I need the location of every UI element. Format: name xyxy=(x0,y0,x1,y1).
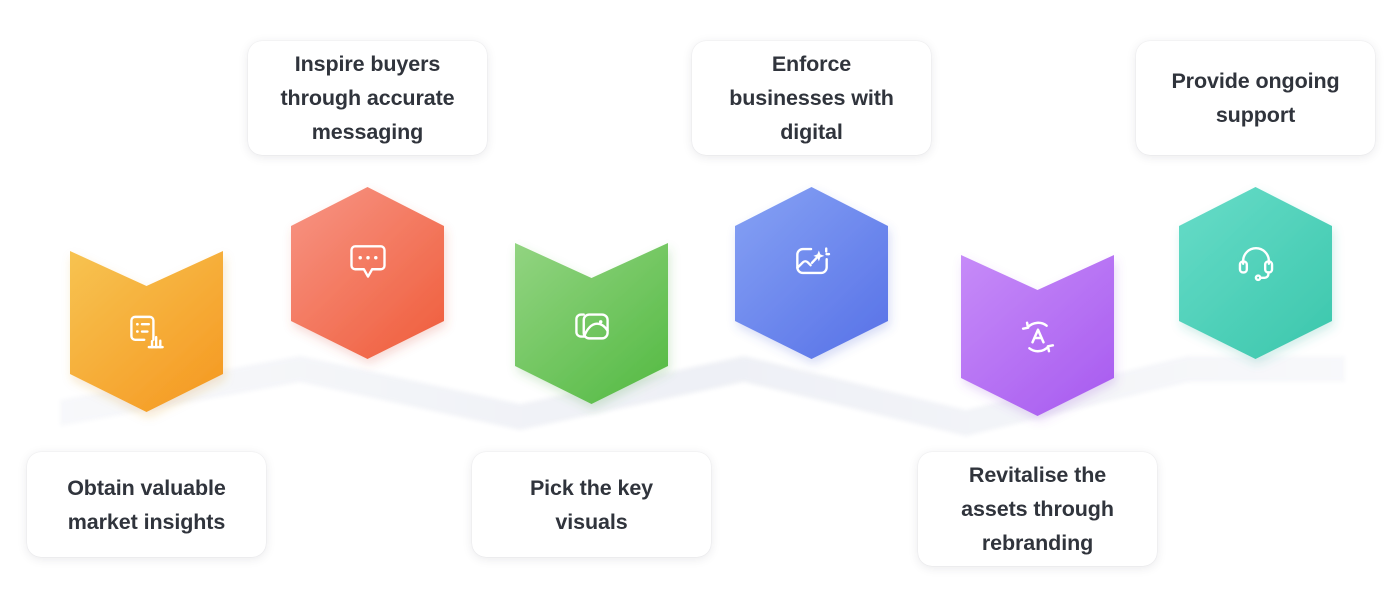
step-card-6[interactable]: Provide ongoing support xyxy=(1136,41,1375,155)
step-card-label-3: Pick the key visuals xyxy=(529,475,654,534)
step-marker-6[interactable] xyxy=(1179,187,1332,359)
step-marker-4[interactable] xyxy=(735,187,888,359)
step-card-2[interactable]: Inspire buyers through accurate messagin… xyxy=(248,41,487,155)
step-card-5[interactable]: Revitalise the assets through rebranding xyxy=(918,452,1157,566)
step-marker-1[interactable] xyxy=(70,248,223,412)
step-card-label-1: Obtain valuable market insights xyxy=(67,475,226,534)
step-card-label-2: Inspire buyers through accurate messagin… xyxy=(280,52,455,144)
step-card-label-4: Enforce businesses with digital xyxy=(729,52,894,144)
step-card-label-6: Provide ongoing support xyxy=(1171,69,1340,127)
step-marker-5[interactable] xyxy=(961,252,1114,416)
step-card-4[interactable]: Enforce businesses with digital xyxy=(692,41,931,155)
step-marker-2[interactable] xyxy=(291,187,444,359)
step-card-3[interactable]: Pick the key visuals xyxy=(472,452,711,557)
step-card-label-5: Revitalise the assets through rebranding xyxy=(961,463,1114,555)
step-card-1[interactable]: Obtain valuable market insights xyxy=(27,452,266,557)
step-marker-3[interactable] xyxy=(515,240,668,404)
